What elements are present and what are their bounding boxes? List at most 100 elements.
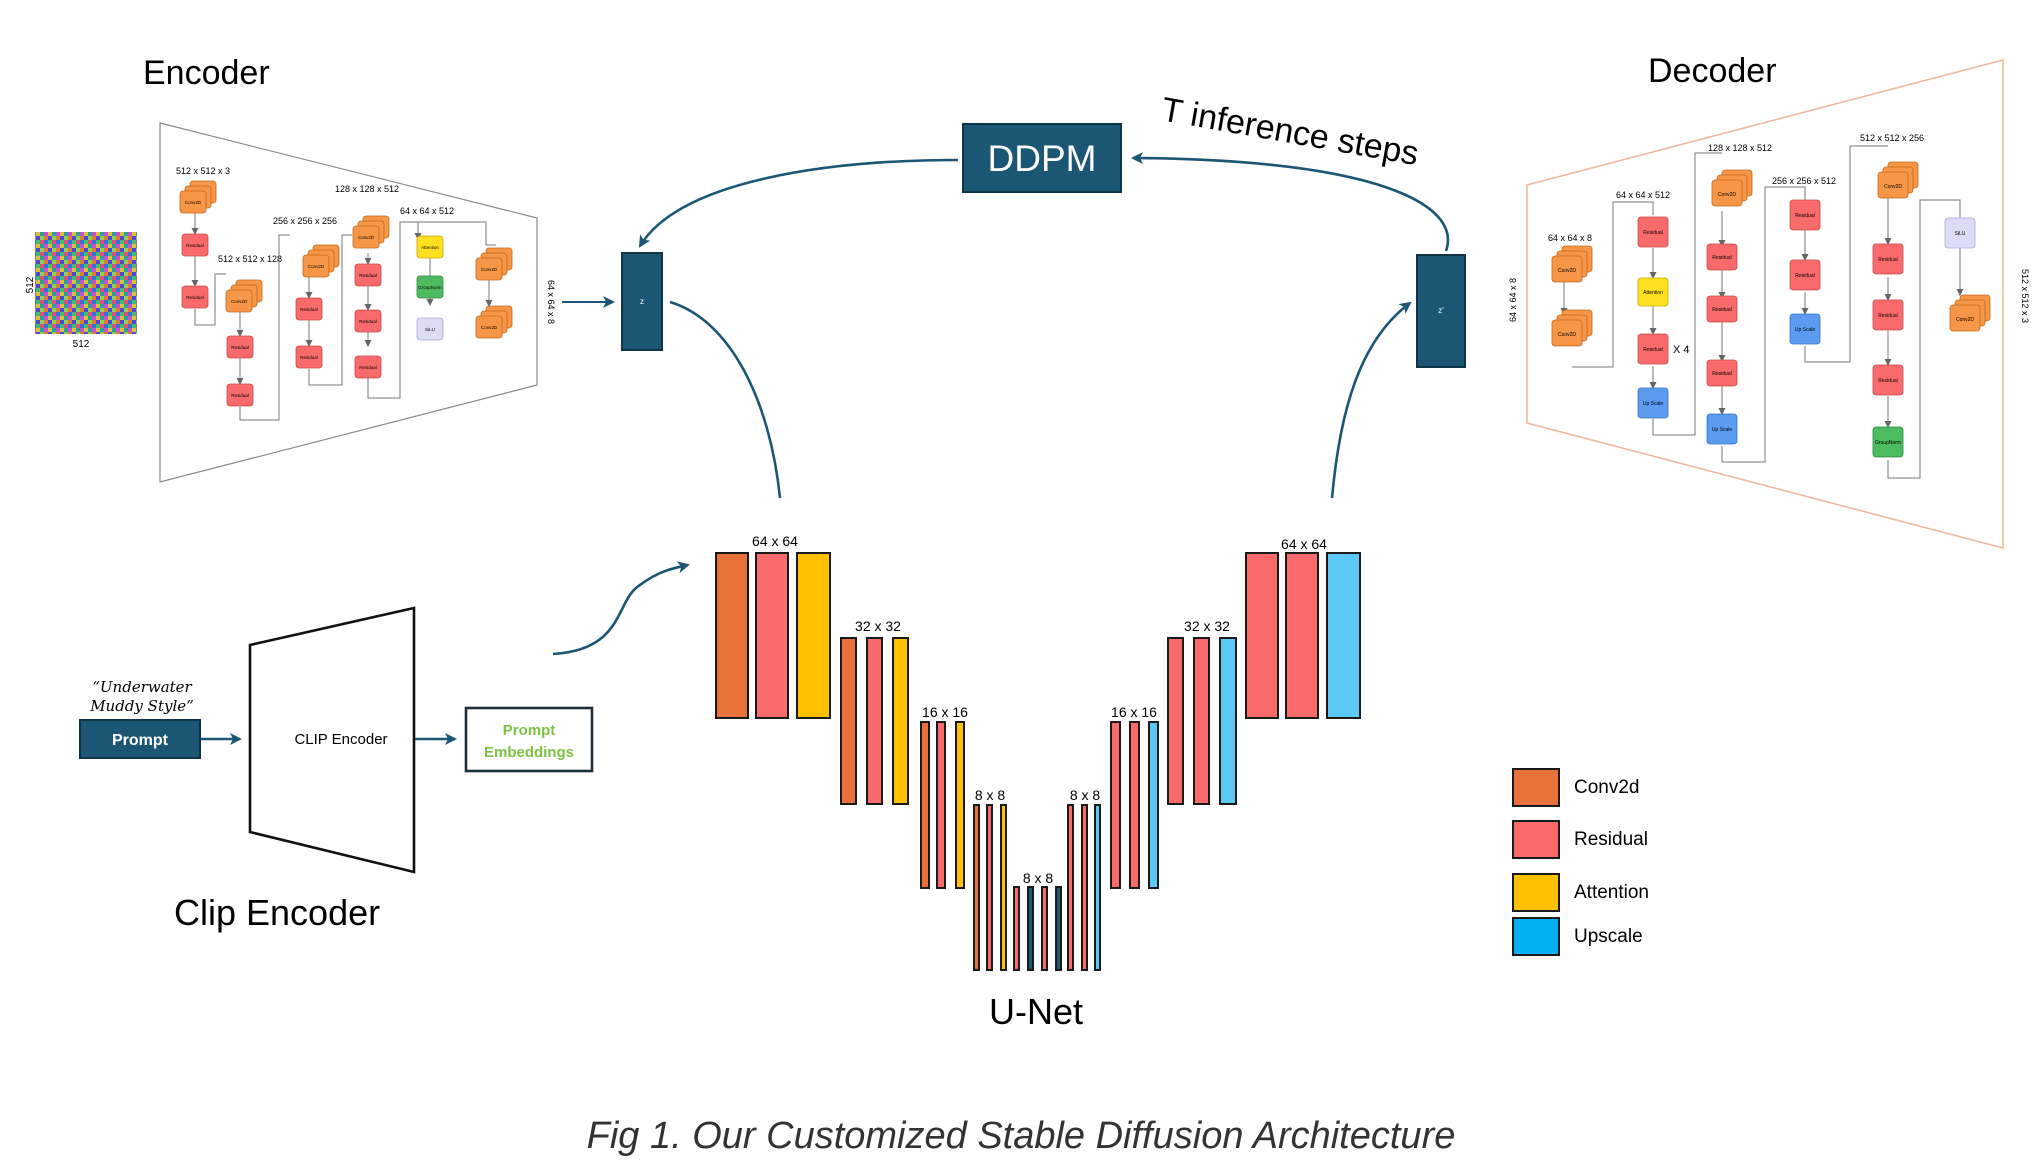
decoder-conv-stack-4: Conv2D <box>1877 161 1919 199</box>
svg-text:Embeddings: Embeddings <box>484 744 574 761</box>
z-latent-box: z <box>621 252 663 351</box>
svg-text:SiLU: SiLU <box>1955 231 1966 237</box>
prompt-box: Prompt <box>79 719 201 759</box>
decoder-connectors <box>1560 145 1964 479</box>
noise-input-image <box>35 232 137 334</box>
unet-mid-block-16 <box>1055 886 1062 971</box>
unet-res-block-8 <box>936 721 946 889</box>
svg-text:Prompt: Prompt <box>112 732 169 749</box>
encoder-res-8: Residual <box>354 309 382 333</box>
svg-text:CLIP Encoder: CLIP Encoder <box>294 731 387 748</box>
svg-text:Residual: Residual <box>300 307 318 312</box>
svg-text:Conv2D: Conv2D <box>185 200 202 205</box>
encoder-conv-stack-5: Conv2D <box>475 247 513 281</box>
svg-text:Up Scale: Up Scale <box>1643 401 1664 407</box>
unet-level-32-right: 32 x 32 <box>1184 618 1230 634</box>
unet-res-block-2 <box>755 552 789 719</box>
unet-title: U-Net <box>989 991 1083 1032</box>
unet-attn-block-9 <box>955 721 965 889</box>
decoder-conv-stack-2: Conv2D <box>1551 309 1593 347</box>
unet-level-64-right: 64 x 64 <box>1281 536 1327 552</box>
decoder-attention: Attention <box>1637 277 1669 307</box>
svg-text:Conv2D: Conv2D <box>481 325 498 330</box>
svg-text:Residual: Residual <box>359 365 377 370</box>
svg-text:z: z <box>640 297 644 306</box>
encoder-res-2: Residual <box>181 285 209 309</box>
decoder-res-10: Residual <box>1872 364 1904 396</box>
unet-res-block-23 <box>1167 637 1184 805</box>
decoder-res-5: Residual <box>1706 359 1738 387</box>
svg-text:Residual: Residual <box>1712 307 1731 313</box>
unet-res-block-21 <box>1129 721 1140 889</box>
figure-caption: Fig 1. Our Customized Stable Diffusion A… <box>587 1115 1456 1157</box>
encoder-silu: SiLU <box>416 317 444 341</box>
encoder-res-4: Residual <box>226 383 254 407</box>
enc-dim-3: 256 x 256 x 256 <box>273 216 337 226</box>
svg-text:Attention: Attention <box>421 245 439 250</box>
clip-title: Clip Encoder <box>174 892 380 933</box>
svg-text:Conv2D: Conv2D <box>1884 184 1902 190</box>
unet-res-block-26 <box>1245 552 1279 719</box>
legend-swatch <box>1512 873 1560 912</box>
flow-arrows <box>552 152 1450 656</box>
legend-item-conv2d: Conv2d <box>1512 768 1640 807</box>
dec-dim-1: 64 x 64 x 8 <box>1548 233 1592 243</box>
unet-level-8-mid: 8 x 8 <box>1023 870 1054 886</box>
unet-mid-block-14 <box>1027 886 1034 971</box>
dec-dim-4: 256 x 256 x 512 <box>1772 176 1836 186</box>
unet-attn-block-6 <box>892 637 909 805</box>
prompt-text-line-2: Muddy Style” <box>89 697 194 715</box>
decoder-section: Decoder 64 x 64 x 8 512 x 512 x 3 64 x 6… <box>1508 52 2030 550</box>
legend-swatch <box>1512 820 1560 859</box>
svg-text:Residual: Residual <box>1795 213 1814 219</box>
enc-dim-5: 64 x 64 x 512 <box>400 206 454 216</box>
svg-text:Conv2D: Conv2D <box>1718 192 1736 198</box>
decoder-repeat-label: X 4 <box>1673 344 1690 356</box>
decoder-res-3: Residual <box>1706 243 1738 271</box>
svg-text:Attention: Attention <box>1643 290 1663 296</box>
dec-dim-3: 128 x 128 x 512 <box>1708 143 1772 153</box>
decoder-upscale-2: Up Scale <box>1706 413 1738 445</box>
decoder-silu: SiLU <box>1944 217 1976 249</box>
input-size-y: 512 <box>25 276 36 293</box>
encoder-output-dim: 64 x 64 x 8 <box>546 280 556 324</box>
legend-item-attention: Attention <box>1512 873 1649 912</box>
encoder-conv-stack-2: Conv2D <box>225 279 263 313</box>
unet-attn-block-3 <box>796 552 831 719</box>
legend-label: Attention <box>1574 882 1649 903</box>
unet-res-block-27 <box>1285 552 1319 719</box>
clip-section: “Underwater Muddy Style” Prompt CLIP Enc… <box>79 606 594 933</box>
svg-text:Conv2D: Conv2D <box>481 267 498 272</box>
enc-dim-2: 512 x 512 x 128 <box>218 254 282 264</box>
decoder-res-9: Residual <box>1872 299 1904 331</box>
unet-up-block-22 <box>1148 721 1159 889</box>
decoder-conv-stack-3: Conv2D <box>1711 169 1753 207</box>
unet-level-16-left: 16 x 16 <box>922 704 968 720</box>
decoder-res-4: Residual <box>1706 295 1738 323</box>
clip-encoder-block: CLIP Encoder <box>248 606 416 874</box>
legend-item-residual: Residual <box>1512 820 1648 859</box>
svg-text:DDPM: DDPM <box>988 138 1097 179</box>
unet-conv-block-7 <box>920 721 930 889</box>
svg-text:Residual: Residual <box>231 345 249 350</box>
encoder-conv-stack-3: Conv2D <box>302 244 340 278</box>
decoder-res-2: Residual <box>1637 333 1669 365</box>
unet-level-16-right: 16 x 16 <box>1111 704 1157 720</box>
ddpm-to-z-arrow <box>638 158 959 248</box>
encoder-trapezoid <box>159 122 538 483</box>
dec-dim-5: 512 x 512 x 256 <box>1860 133 1924 143</box>
prompt-text-line-1: “Underwater <box>92 678 192 696</box>
encoder-conv-stack-4: Conv2D <box>352 215 390 249</box>
unet-res-block-18 <box>1081 804 1088 971</box>
encoder-conv-stack-6: Conv2D <box>475 305 513 339</box>
svg-text:Up Scale: Up Scale <box>1795 327 1816 333</box>
svg-text:Prompt: Prompt <box>503 722 556 739</box>
decoder-res-6: Residual <box>1789 199 1821 231</box>
legend-label: Conv2d <box>1574 777 1640 798</box>
unet-conv-block-4 <box>840 637 857 805</box>
unet-res-block-20 <box>1110 721 1121 889</box>
decoder-res-7: Residual <box>1789 259 1821 291</box>
svg-text:Residual: Residual <box>186 295 204 300</box>
unet-res-block-17 <box>1067 804 1074 971</box>
